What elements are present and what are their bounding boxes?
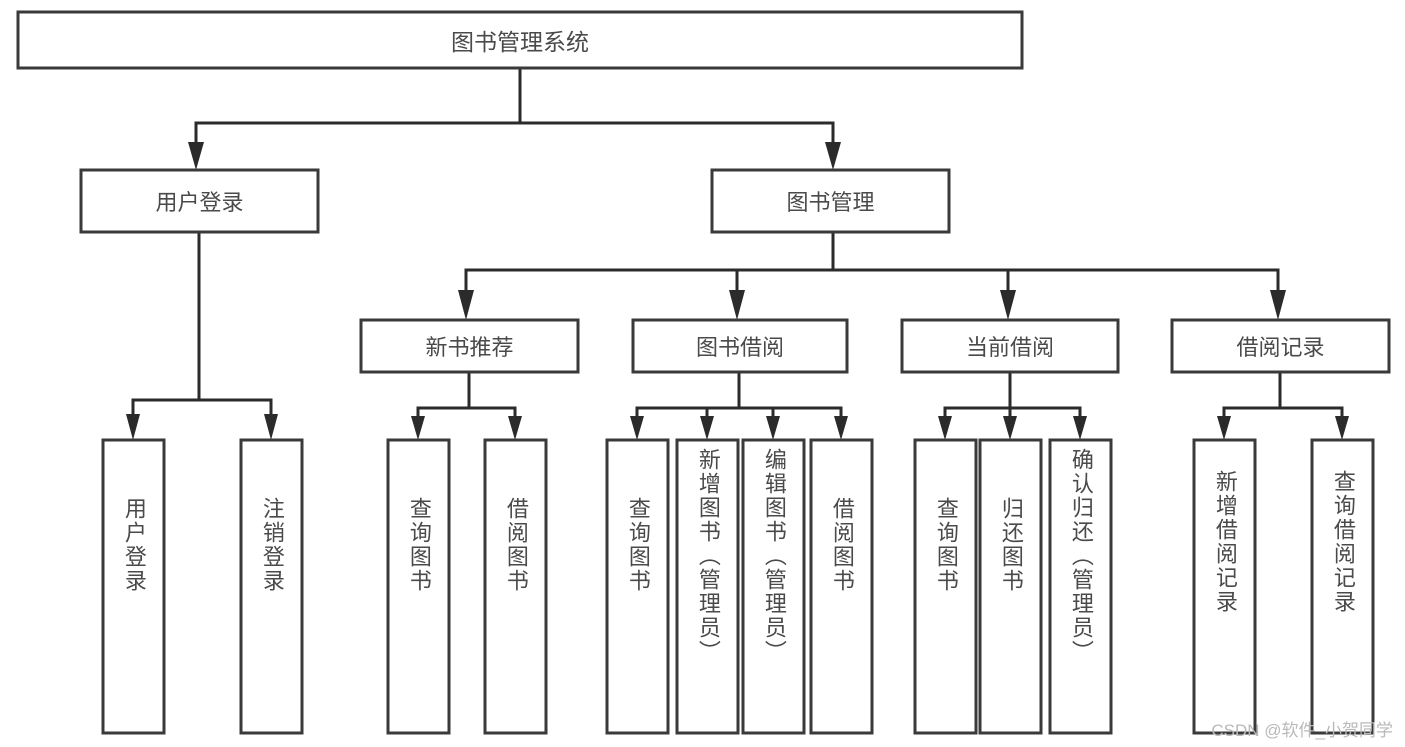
node-root[interactable] [16, 10, 1024, 70]
connector-borrowrecord-to-leaves [1217, 370, 1349, 440]
connector-bookmgmt-to-level3 [458, 230, 1286, 320]
connector-userlogin-to-leaves [126, 230, 278, 440]
node-leaf-borrow-book-2[interactable] [809, 438, 874, 735]
node-leaf-query-book-3[interactable] [913, 438, 978, 735]
connector-currentborrow-to-leaves [938, 370, 1087, 440]
connector-newbook-to-leaves [411, 370, 522, 440]
node-leaf-edit-book[interactable] [741, 438, 806, 735]
node-leaf-query-book-2[interactable] [605, 438, 670, 735]
node-leaf-query-book-1[interactable] [386, 438, 451, 735]
node-user-login[interactable] [79, 168, 320, 234]
node-leaf-add-book[interactable] [675, 438, 740, 735]
node-borrow-record[interactable] [1170, 318, 1391, 374]
node-book-borrow[interactable] [631, 318, 849, 374]
node-leaf-add-record[interactable] [1192, 438, 1257, 735]
node-leaf-user-login[interactable] [101, 438, 166, 735]
node-leaf-return-book[interactable] [978, 438, 1043, 735]
connector-bookborrow-to-leaves [630, 370, 848, 440]
node-current-borrow[interactable] [900, 318, 1120, 374]
node-new-book-recommend[interactable] [359, 318, 580, 374]
node-leaf-confirm-return[interactable] [1048, 438, 1113, 735]
node-leaf-query-record[interactable] [1310, 438, 1375, 735]
node-leaf-borrow-book-1[interactable] [483, 438, 548, 735]
connector-root-to-level2 [188, 66, 841, 170]
node-book-management[interactable] [710, 168, 951, 234]
node-leaf-logout-login[interactable] [239, 438, 304, 735]
